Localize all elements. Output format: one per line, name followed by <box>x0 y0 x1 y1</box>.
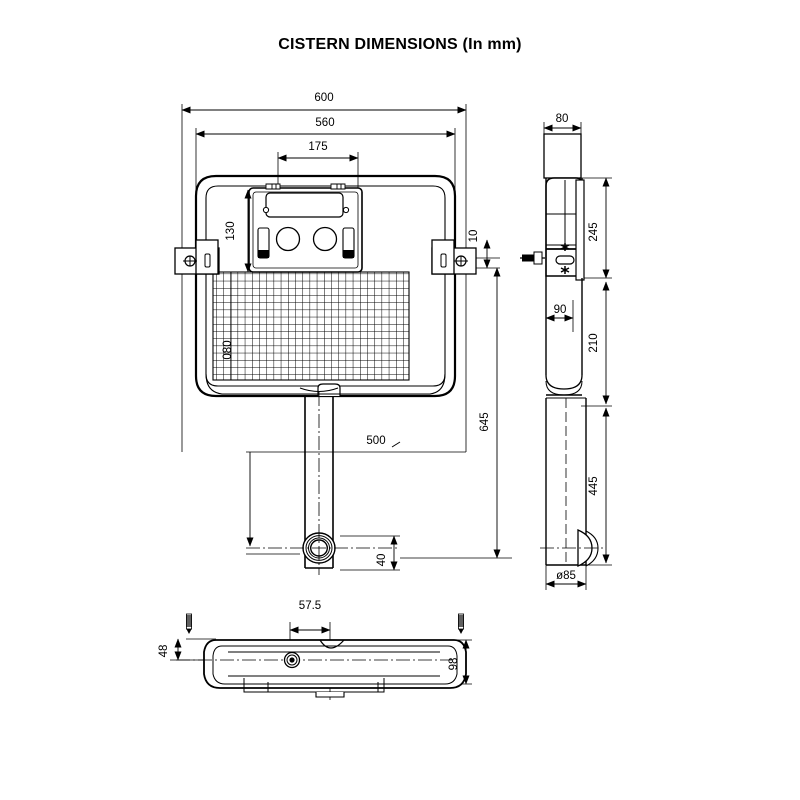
side-upper-housing <box>543 133 582 179</box>
dimension-560-label: 560 <box>315 117 334 129</box>
side-slot <box>555 255 575 265</box>
dimension-98: 98 <box>448 639 470 685</box>
dimension-560: 560 <box>195 117 456 138</box>
dimension-diameter-85: ø85 <box>545 570 587 588</box>
fixing-star-lower <box>560 266 570 274</box>
fixing-star-upper <box>560 243 570 251</box>
page-title: CISTERN DIMENSIONS (In mm) <box>278 36 522 53</box>
dimension-57-5: 57.5 <box>289 600 331 634</box>
dimension-98-label: 98 <box>448 658 460 671</box>
plan-bottom-view: 57.5 48 98 <box>158 600 472 700</box>
plan-body-outline <box>176 639 467 698</box>
side-fixing-detail <box>520 243 575 274</box>
dimension-445: 445 <box>588 407 610 564</box>
dimension-57-5-label: 57.5 <box>299 600 321 612</box>
dimension-175-label: 175 <box>308 141 327 153</box>
dimension-245-label: 245 <box>588 222 600 241</box>
plate-clip-right <box>330 183 346 190</box>
dimension-210-label: 210 <box>588 333 600 352</box>
dimension-80-label: 80 <box>556 113 569 125</box>
flush-button-large[interactable] <box>275 226 301 252</box>
inspection-window <box>265 192 344 218</box>
dimension-48: 48 <box>158 638 182 661</box>
dimension-445-label: 445 <box>588 476 600 495</box>
fixing-hole-left <box>262 206 270 214</box>
plan-screw-right <box>457 613 465 635</box>
side-cistern-body <box>545 177 585 281</box>
dimension-10-label: 10 <box>468 230 480 243</box>
dimension-600: 600 <box>181 92 467 114</box>
dimension-080: 080 <box>222 272 234 380</box>
dimension-245: 245 <box>588 177 610 279</box>
dimension-645-label: 645 <box>479 412 491 431</box>
dimension-130: 130 <box>225 189 252 273</box>
dimension-90: 90 <box>545 304 574 322</box>
dimension-645: 645 <box>400 267 512 559</box>
side-duct <box>545 278 587 566</box>
mounting-bracket-left <box>174 239 220 275</box>
plan-notch <box>319 639 345 649</box>
dimension-48-label: 48 <box>158 645 170 658</box>
flush-button-small[interactable] <box>312 226 338 252</box>
cistern-frame-outer <box>194 174 457 398</box>
dimension-10: 10 <box>468 230 491 269</box>
dimension-500: 500 <box>246 435 401 547</box>
plate-clip-left <box>265 183 281 190</box>
dimension-90-label: 90 <box>554 304 567 316</box>
tank-sump-curve <box>299 387 339 392</box>
side-elevation-view: 80 <box>520 113 612 590</box>
dimension-40: 40 <box>376 535 398 571</box>
tank-bottom-profile <box>205 373 446 395</box>
dimension-40-label: 40 <box>376 554 388 567</box>
plan-screw-left <box>185 613 193 635</box>
dimension-600-label: 600 <box>314 92 333 104</box>
dimension-080-label: 080 <box>222 340 234 359</box>
front-elevation-view: 600 560 175 080 <box>174 92 512 575</box>
dimension-175: 175 <box>277 141 359 162</box>
dimension-130-label: 130 <box>225 221 237 240</box>
fixing-hole-right <box>342 206 350 214</box>
mounting-bracket-right <box>431 239 477 275</box>
side-outlet-spigot <box>540 529 604 567</box>
dimension-500-label: 500 <box>366 435 385 447</box>
insulation-hatch-panel <box>212 271 410 381</box>
flush-control-plate <box>248 183 363 273</box>
flush-pipe <box>302 383 341 569</box>
dimension-85-label: ø85 <box>556 570 576 582</box>
dimension-210: 210 <box>588 281 610 405</box>
dimension-80: 80 <box>543 113 582 132</box>
